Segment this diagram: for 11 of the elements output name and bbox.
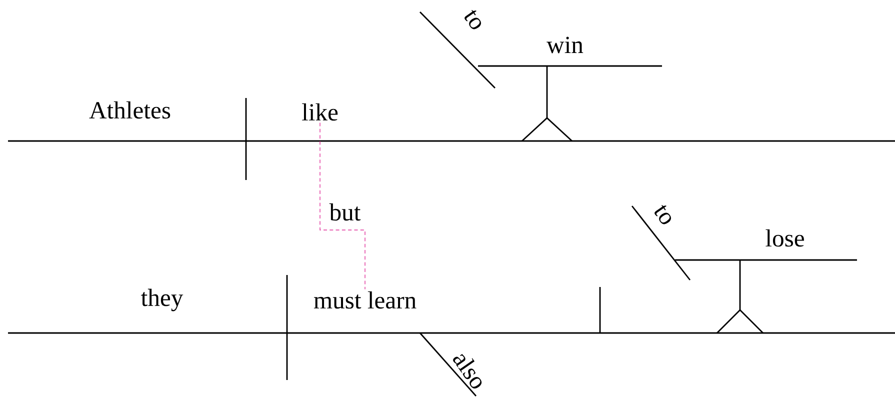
connector-line bbox=[320, 122, 366, 290]
word-label: to bbox=[654, 205, 672, 224]
word-label: to bbox=[464, 10, 482, 30]
word-label: win bbox=[546, 36, 584, 54]
edge-label: but bbox=[328, 202, 362, 222]
word-label: lose bbox=[766, 229, 804, 247]
word-label: like bbox=[302, 103, 338, 121]
word-label: Athletes bbox=[89, 101, 170, 119]
word-label: also bbox=[453, 354, 482, 388]
word-label: they bbox=[141, 288, 184, 312]
word-label: must learn bbox=[314, 291, 416, 309]
